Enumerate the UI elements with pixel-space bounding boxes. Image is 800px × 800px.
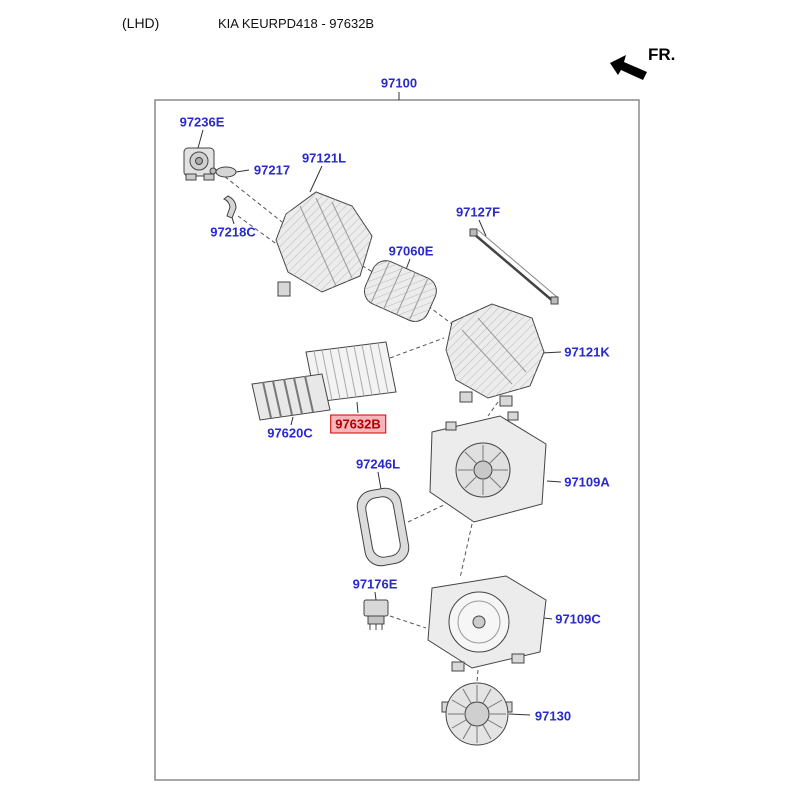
- part-drawing-97060e: [363, 260, 437, 322]
- part-drawing-97121k: [445, 303, 545, 407]
- part-label-97218c[interactable]: 97218C: [210, 224, 256, 240]
- part-label-97109a[interactable]: 97109A: [564, 474, 610, 490]
- part-drawing-97121l: [275, 191, 373, 297]
- part-label-97100[interactable]: 97100: [380, 75, 418, 91]
- page-title: KIA KEURPD418 - 97632B: [218, 16, 375, 31]
- fr-direction-arrow-icon: [610, 55, 647, 80]
- part-drawing-97246l: [356, 487, 410, 567]
- part-drawing-97217: [209, 166, 237, 178]
- part-label-97246l[interactable]: 97246L: [355, 456, 401, 472]
- part-drawing-97620c: [251, 373, 331, 421]
- part-label-97127f[interactable]: 97127F: [455, 204, 501, 220]
- part-label-97109c[interactable]: 97109C: [555, 611, 601, 627]
- part-drawing-97218c: [222, 195, 237, 219]
- part-label-97060e[interactable]: 97060E: [388, 243, 434, 259]
- part-label-97176e[interactable]: 97176E: [352, 576, 398, 592]
- part-label-97121k[interactable]: 97121K: [564, 344, 610, 360]
- part-label-97632b-highlighted[interactable]: 97632B: [330, 414, 386, 434]
- part-label-97217[interactable]: 97217: [253, 162, 291, 178]
- part-drawing-97130: [441, 682, 513, 746]
- part-label-97130[interactable]: 97130: [534, 708, 572, 724]
- part-label-97620c[interactable]: 97620C: [267, 425, 313, 441]
- part-drawing-97176e: [363, 599, 389, 630]
- part-drawing-97109a: [429, 411, 547, 523]
- leader-lines: [197, 92, 562, 716]
- part-drawing-97632b: [305, 341, 397, 403]
- part-drawing-97109c: [427, 575, 547, 672]
- part-drawing-97236e: [183, 147, 215, 181]
- part-label-97236e[interactable]: 97236E: [179, 114, 225, 130]
- part-drawing-97127f: [469, 228, 559, 305]
- lhd-label: (LHD): [122, 15, 160, 31]
- fr-direction-label: FR.: [648, 45, 676, 64]
- part-label-97121l[interactable]: 97121L: [301, 150, 347, 166]
- diagram-frame: [154, 99, 640, 781]
